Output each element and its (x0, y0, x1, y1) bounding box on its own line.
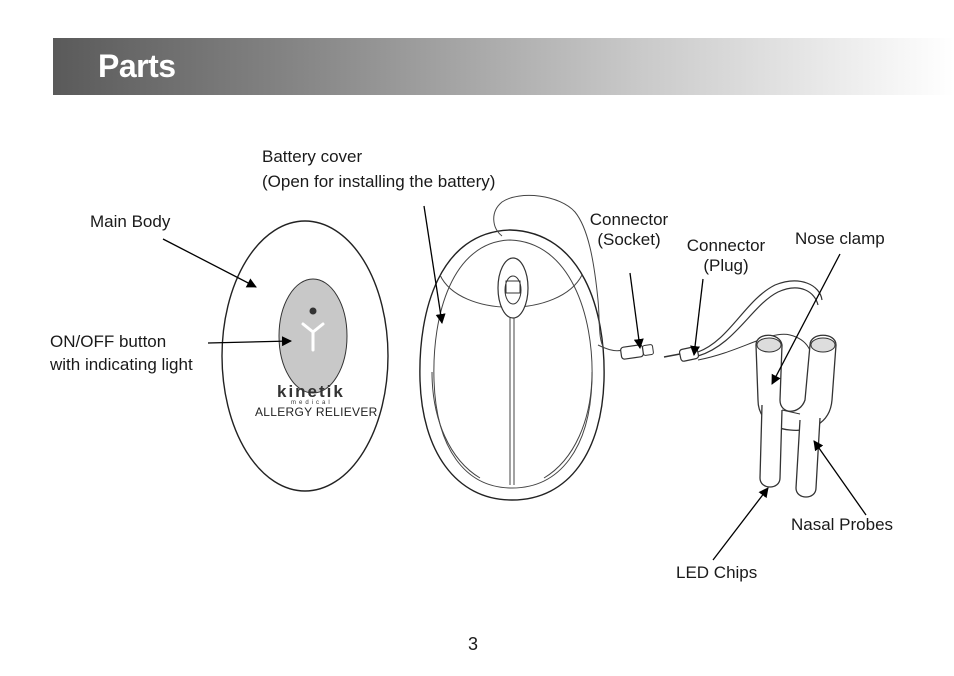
brand-subtitle: medical (291, 400, 333, 406)
connector-socket-arrow (629, 272, 644, 349)
on-off-arrow (207, 336, 292, 347)
label-nasal-probes: Nasal Probes (791, 515, 894, 534)
label-main-body: Main Body (90, 212, 171, 231)
label-battery-cover: Battery cover (262, 147, 363, 166)
main-body-arrow (162, 238, 257, 288)
connector-plug-arrow (690, 278, 704, 356)
label-connector-plug-sub: (Plug) (703, 256, 749, 275)
led-chips-arrow (712, 487, 769, 561)
label-connector-plug: Connector (686, 236, 766, 255)
page-title: Parts (98, 48, 176, 84)
battery-cover-illustration (419, 194, 605, 501)
label-on-off-button: ON/OFF button (50, 332, 167, 351)
brand-logo: kinetik (277, 382, 345, 401)
label-on-off-note: with indicating light (50, 355, 193, 374)
label-led-chips: LED Chips (676, 563, 758, 582)
label-connector-socket-sub: (Socket) (597, 230, 661, 249)
connector-socket-illustration (597, 344, 654, 360)
label-nose-clamp: Nose clamp (795, 229, 885, 248)
nose-clamp-illustration (755, 334, 837, 498)
label-battery-cover-note: (Open for installing the battery) (262, 172, 496, 191)
page-number: 3 (468, 634, 479, 654)
main-body-illustration (221, 220, 389, 492)
header-bar: Parts (53, 38, 954, 95)
nasal-probes-arrow (813, 440, 867, 516)
product-name: ALLERGY RELIEVER (255, 405, 378, 419)
nose-clamp-arrow (771, 253, 841, 385)
connector-plug-illustration (663, 280, 823, 362)
label-connector-socket: Connector (589, 210, 669, 229)
battery-cover-arrow (423, 205, 446, 324)
